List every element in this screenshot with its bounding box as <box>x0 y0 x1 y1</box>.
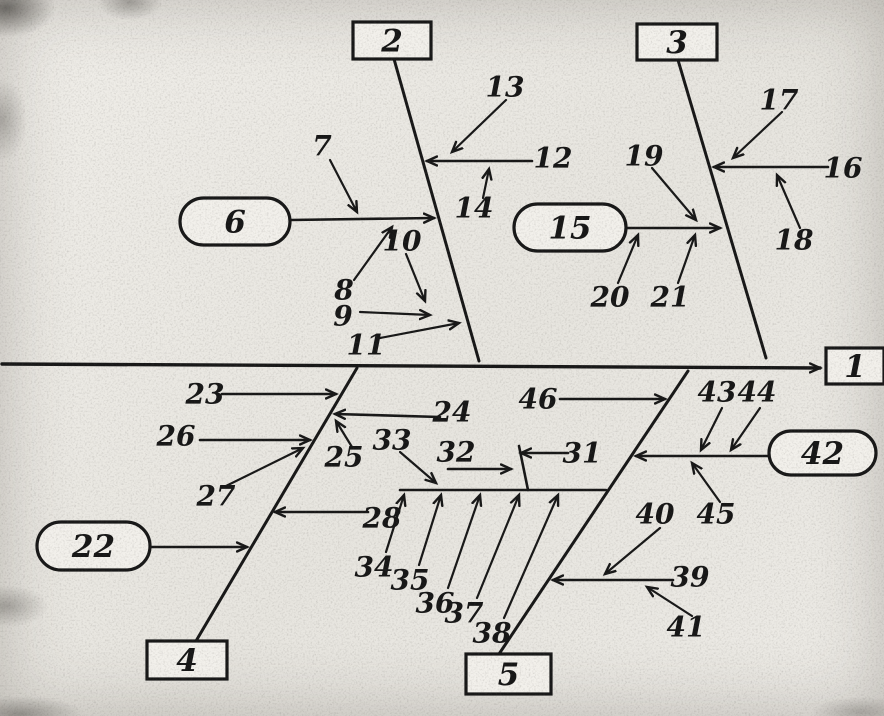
paper-noise-overlay <box>0 0 884 716</box>
